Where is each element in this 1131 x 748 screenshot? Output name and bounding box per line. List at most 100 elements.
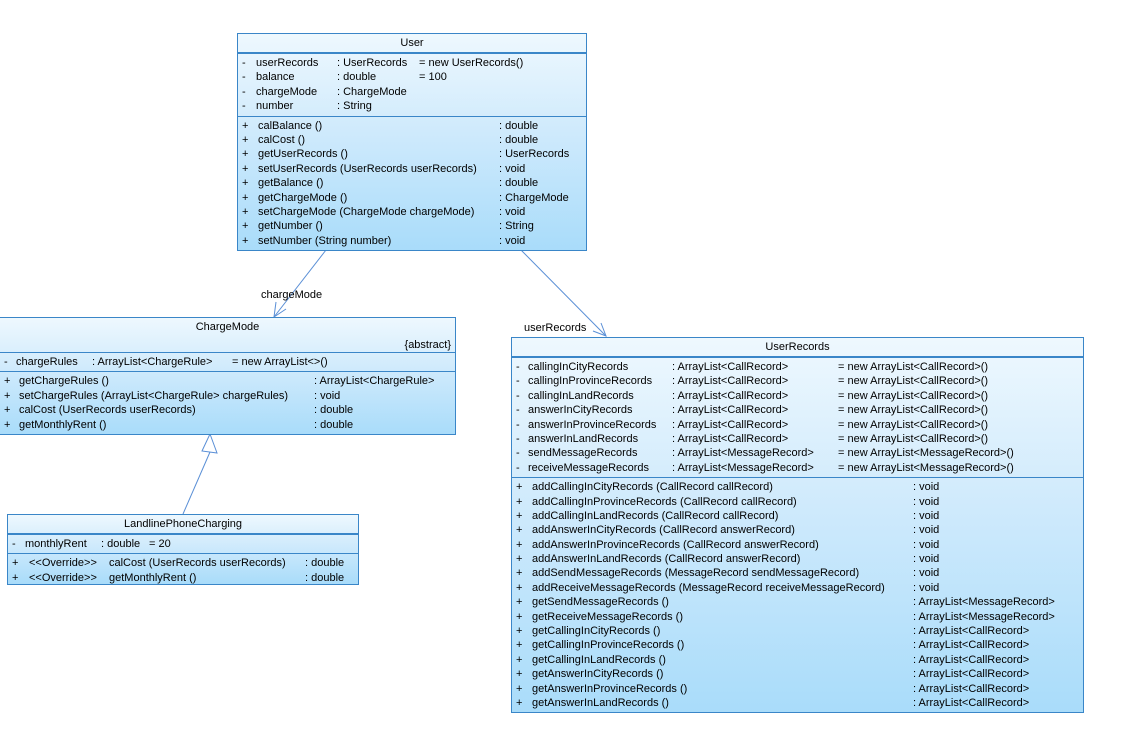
method-row: +addAnswerInCityRecords (CallRecord answ… [512,523,1083,537]
method-return-type: : double [314,404,354,417]
method-row: +setChargeMode (ChargeMode chargeMode): … [238,205,586,219]
attribute-row: -receiveMessageRecords: ArrayList<Messag… [512,461,1083,475]
method-return-type: : void [314,389,341,402]
methods-section: +<<Override>>calCost (UserRecords userRe… [8,553,358,587]
edge-label-userrecords: userRecords [524,322,587,334]
attribute-name: userRecords [256,57,319,69]
attribute-type: : ArrayList<ChargeRule> [92,356,213,368]
visibility-marker: + [4,389,11,402]
visibility-marker: - [516,389,520,402]
visibility-marker: - [516,404,520,417]
attribute-name: callingInLandRecords [528,389,634,402]
attribute-row: -balance: double= 100 [238,70,586,84]
visibility-marker: - [516,375,520,388]
method-return-type: : void [499,234,526,247]
attribute-name: callingInProvinceRecords [528,375,653,388]
visibility-marker: + [516,567,523,580]
attribute-type: : ArrayList<CallRecord> [672,375,789,388]
class-userrecords[interactable]: UserRecords -callingInCityRecords: Array… [511,337,1084,713]
method-row: +getNumber (): String [238,219,586,233]
visibility-marker: + [242,220,249,233]
attribute-row: -answerInLandRecords: ArrayList<CallReco… [512,432,1083,446]
method-row: +addSendMessageRecords (MessageRecord se… [512,566,1083,580]
visibility-marker: - [12,538,16,550]
method-signature: addCallingInCityRecords (CallRecord call… [532,481,773,494]
attribute-row: -sendMessageRecords: ArrayList<MessageRe… [512,446,1083,460]
method-row: +addCallingInCityRecords (CallRecord cal… [512,480,1083,494]
class-landlinephonecharging[interactable]: LandlinePhoneCharging -monthlyRent: doub… [7,514,359,585]
visibility-marker: + [516,639,523,652]
method-row: +addCallingInProvinceRecords (CallRecord… [512,495,1083,509]
method-signature: getAnswerInCityRecords () [532,668,664,681]
method-return-type: : ArrayList<CallRecord> [913,653,1030,666]
method-row: + getAnswerInCityRecords () : ArrayList<Ca… [512,667,1083,681]
method-signature: addAnswerInLandRecords (CallRecord answe… [532,553,801,566]
edge-label-chargemode: chargeMode [261,289,323,301]
visibility-marker: - [4,356,8,368]
class-chargemode[interactable]: ChargeMode {abstract} -chargeRules: Arra… [0,317,456,435]
attribute-initial-value: = new ArrayList<CallRecord>() [838,389,989,402]
method-signature: getNumber () [258,220,323,233]
method-signature: calCost () [258,133,306,146]
visibility-marker: + [516,610,523,623]
attribute-initial-value: = new ArrayList<CallRecord>() [838,432,989,445]
class-name: UserRecords [512,338,1083,357]
method-stereotype: <<Override>> [29,557,97,570]
visibility-marker: + [516,538,523,551]
attributes-section: -monthlyRent : double = 20 [8,534,358,553]
method-row: +calCost (): double [238,133,586,147]
method-signature: setUserRecords (UserRecords userRecords) [258,162,477,175]
method-row: +setChargeRules (ArrayList<ChargeRule> c… [0,389,455,403]
attribute-type: : ArrayList<CallRecord> [672,361,789,373]
attribute-row: -chargeMode: ChargeMode [238,85,586,99]
visibility-marker: - [242,100,246,113]
method-return-type: : ArrayList<CallRecord> [913,668,1030,681]
method-signature: getChargeMode () [258,191,348,204]
visibility-marker: + [516,682,523,695]
method-row: +setUserRecords (UserRecords userRecords… [238,162,586,176]
attribute-row: -answerInCityRecords: ArrayList<CallReco… [512,403,1083,417]
generalization-arrowhead [201,432,218,454]
method-signature: calCost (UserRecords userRecords) [19,404,196,417]
visibility-marker: + [516,509,523,522]
method-row: +getMonthlyRent (): double [0,418,455,432]
visibility-marker: + [516,581,523,594]
visibility-marker: + [516,668,523,681]
method-signature: addReceiveMessageRecords (MessageRecord … [532,581,885,594]
attribute-initial-value: = 100 [419,71,447,84]
attribute-initial-value: = new ArrayList<MessageRecord>() [838,461,1014,474]
class-name: User [238,34,586,53]
method-signature: getMonthlyRent () [109,571,197,584]
method-stereotype: <<Override>> [29,571,97,584]
method-row: +getBalance (): double [238,176,586,190]
attribute-initial-value: = new ArrayList<CallRecord>() [838,361,989,373]
class-user[interactable]: User -userRecords: UserRecords= new User… [237,33,587,251]
attribute-row: -answerInProvinceRecords: ArrayList<Call… [512,418,1083,432]
method-return-type: : ArrayList<MessageRecord> [913,610,1055,623]
visibility-marker: + [242,177,249,190]
visibility-marker: + [242,234,249,247]
attribute-name: balance [256,71,295,84]
visibility-marker: - [242,57,246,69]
attribute-initial-value: = new ArrayList<CallRecord>() [838,418,989,431]
attribute-type: : ChargeMode [337,85,407,98]
method-signature: getAnswerInLandRecords () [532,696,669,709]
attribute-row: -chargeRules: ArrayList<ChargeRule>= new… [0,355,455,369]
method-return-type: : UserRecords [499,148,570,161]
attribute-name: monthlyRent [25,538,87,550]
method-row: +getCallingInProvinceRecords (): ArrayLi… [512,638,1083,652]
method-signature: calCost (UserRecords userRecords) [109,557,286,570]
attribute-initial-value: = new UserRecords() [419,57,524,69]
method-row: +getChargeMode (): ChargeMode [238,191,586,205]
visibility-marker: + [242,148,249,161]
method-return-type: : ArrayList<CallRecord> [913,639,1030,652]
visibility-marker: - [242,85,246,98]
method-return-type: : double [499,119,539,132]
method-row: +getUserRecords (): UserRecords [238,147,586,161]
attribute-type: : double [101,538,141,550]
attributes-section: -userRecords: UserRecords= new UserRecor… [238,53,586,116]
attribute-type: : ArrayList<CallRecord> [672,418,789,431]
attribute-initial-value: = 20 [149,538,171,550]
attribute-row: -number: String [238,99,586,113]
method-return-type: : void [913,524,940,537]
